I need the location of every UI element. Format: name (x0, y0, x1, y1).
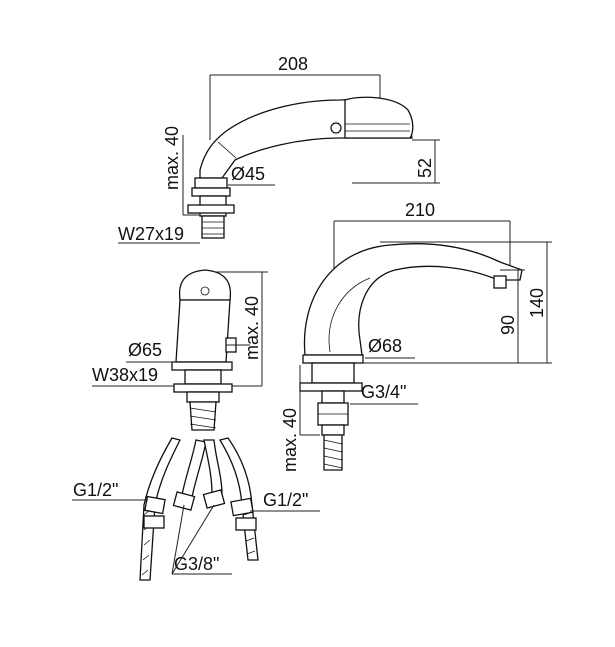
hand-shower-diameter-label: Ø45 (231, 164, 265, 184)
spout-thread-label: G3/4" (361, 382, 406, 402)
mixer-thread-label: W38x19 (92, 365, 158, 385)
mixer-diameter-label: Ø65 (128, 340, 162, 360)
hand-shower-thread-label: W27x19 (118, 224, 184, 244)
mixer-hose-center-label: G3/8" (174, 554, 219, 574)
spout-drawing: 210 Ø68 90 140 G3/4" max. 40 (280, 200, 552, 472)
hand-shower-height-label: max. 40 (162, 126, 182, 190)
mixer-height-label: max. 40 (242, 296, 262, 360)
hand-shower-drawing: 208 Ø45 max. 40 52 W27x19 (118, 54, 440, 244)
spout-height-140-label: 140 (527, 288, 547, 318)
spout-height-90-label: 90 (498, 315, 518, 335)
mixer-drawing: Ø65 W38x19 max. 40 G1/2" G1/2" (72, 269, 320, 581)
spout-diameter-label: Ø68 (368, 336, 402, 356)
spout-width-label: 210 (405, 200, 435, 220)
hand-shower-width-label: 208 (278, 54, 308, 74)
spout-max-label: max. 40 (280, 408, 300, 472)
hand-shower-head-label: 52 (415, 158, 435, 178)
mixer-hose-right-label: G1/2" (263, 490, 308, 510)
mixer-hose-left-label: G1/2" (73, 480, 118, 500)
